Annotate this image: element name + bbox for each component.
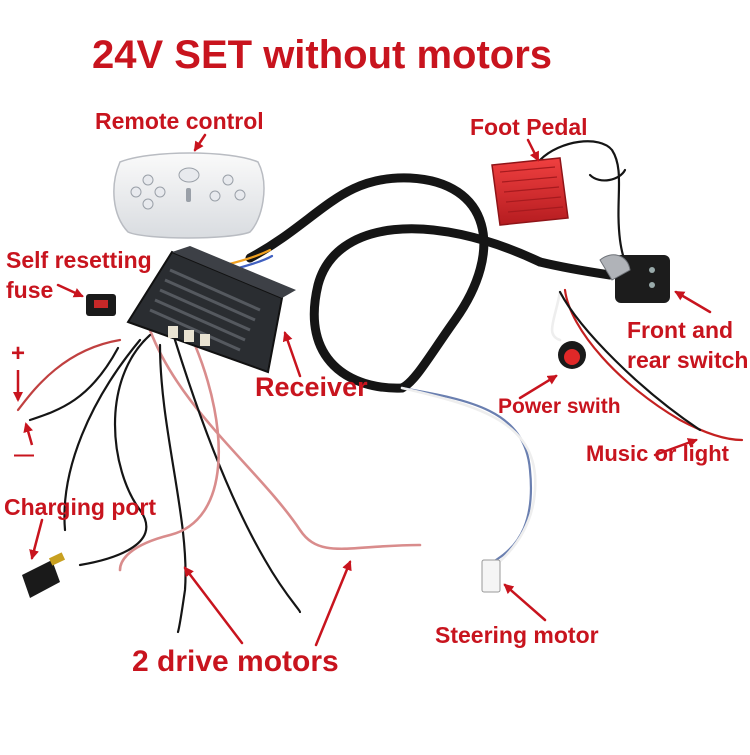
label-switch-line2: rear switch	[627, 347, 749, 373]
label-minus: —	[14, 444, 34, 466]
connector-plug-icon	[481, 559, 501, 593]
label-fuse-line2: fuse	[6, 277, 54, 303]
label-music-light: Music or light	[586, 441, 729, 466]
label-switch-line1: Front and	[627, 317, 734, 343]
label-charging-port: Charging port	[4, 494, 157, 520]
label-steering-motor: Steering motor	[435, 622, 599, 648]
arrow-icon	[314, 560, 352, 647]
remote-control-icon	[113, 152, 265, 239]
label-receiver: Receiver	[255, 372, 368, 402]
arrow-icon	[674, 290, 712, 314]
page-title: 24V SET without motors	[92, 33, 553, 77]
main-cable	[245, 173, 615, 393]
label-remote-control: Remote control	[95, 108, 264, 134]
rocker-switch-icon	[599, 254, 670, 303]
label-drive-motors: 2 drive motors	[132, 645, 339, 678]
fuse-icon	[86, 294, 116, 316]
terminal-arrows	[13, 370, 34, 446]
power-switch-icon	[558, 341, 586, 369]
arrow-icon	[282, 331, 302, 378]
label-fuse-line1: Self resetting	[6, 247, 152, 273]
arrow-icon	[518, 374, 558, 400]
thin-wires	[16, 140, 744, 634]
label-foot-pedal: Foot Pedal	[470, 114, 588, 140]
arrow-icon	[183, 566, 244, 645]
charging-port-icon	[22, 552, 66, 598]
callout-arrows	[29, 133, 712, 647]
arrow-icon	[193, 133, 207, 152]
arrow-icon	[29, 518, 44, 560]
arrow-icon	[653, 438, 698, 457]
arrow-icon	[56, 283, 84, 298]
foot-pedal-icon	[491, 157, 569, 226]
arrow-icon	[526, 138, 540, 162]
label-power-switch: Power swith	[498, 395, 621, 418]
label-plus: +	[11, 340, 26, 367]
receiver-box-icon	[126, 246, 296, 374]
arrow-icon	[503, 583, 547, 622]
